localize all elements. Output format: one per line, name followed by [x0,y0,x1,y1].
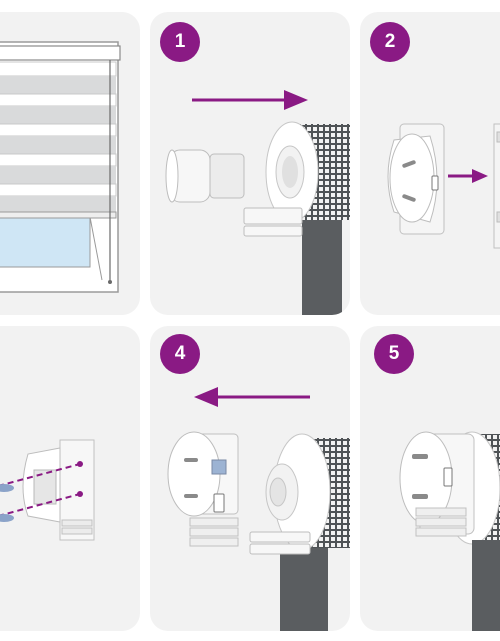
step-2-illustration [387,123,500,249]
step-badge: 1 [160,22,200,62]
step-1-illustration [165,90,350,315]
panel-step-4: 4 [150,326,350,631]
panel-step-1: 1 [150,12,350,315]
arrow-right-icon [448,169,488,183]
step-badge: 5 [374,334,414,374]
step-badge: 2 [370,22,410,62]
blind-illustration [0,41,121,293]
step-5-illustration [399,431,500,631]
arrow-right-icon [192,90,308,110]
step-badge: 4 [160,334,200,374]
panel-overview [0,12,140,315]
panel-step-3 [0,326,140,631]
step-4-illustration [167,387,350,631]
step-3-illustration [0,439,95,541]
panel-step-2: 2 [360,12,500,315]
arrow-left-icon [194,387,310,407]
panel-step-5: 5 [360,326,500,631]
